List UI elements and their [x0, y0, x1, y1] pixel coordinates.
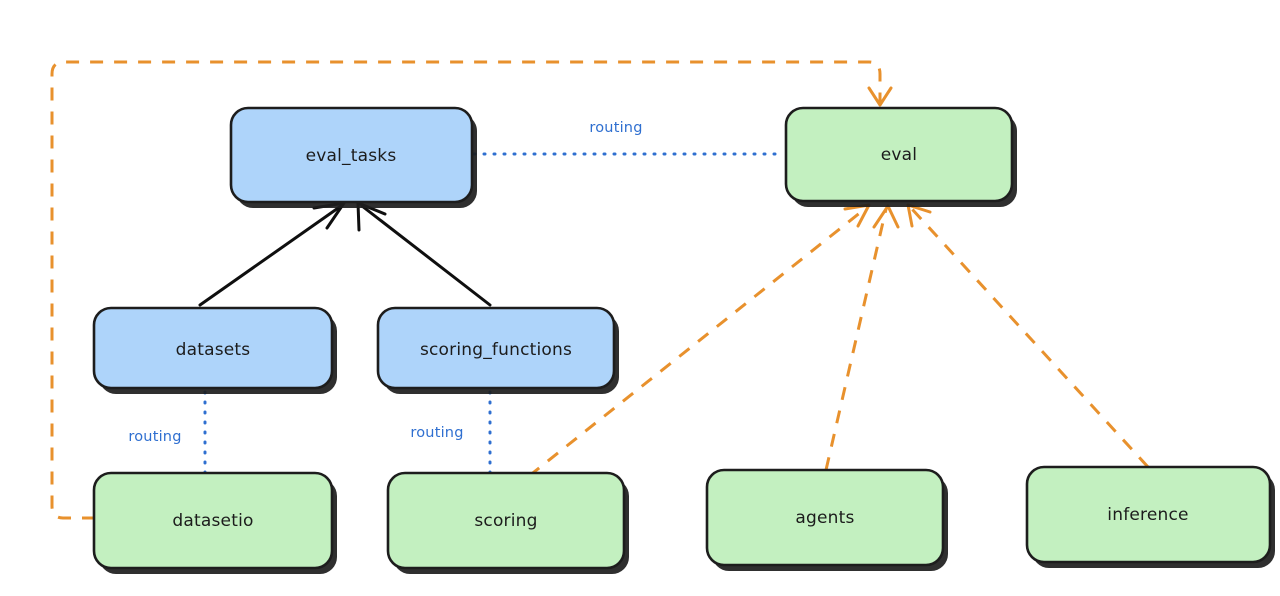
node-eval-tasks[interactable]: eval_tasks [229, 106, 477, 208]
node-inference[interactable]: inference [1025, 465, 1275, 568]
node-eval-body[interactable] [784, 106, 1014, 203]
node-agents-body[interactable] [705, 468, 945, 567]
node-agents[interactable]: agents [705, 468, 948, 571]
edge-label-routing-scoring-functions-scoring: routing [410, 425, 463, 441]
node-eval[interactable]: eval [784, 106, 1017, 207]
node-agents-label: agents [795, 508, 854, 528]
node-scoring-functions-body[interactable] [376, 306, 616, 390]
node-scoring-label: scoring [474, 511, 537, 531]
edge-label-routing-datasets-datasetio: routing [128, 429, 181, 445]
node-datasetio-label: datasetio [172, 511, 253, 531]
node-eval-tasks-body[interactable] [229, 106, 474, 204]
node-datasets-body[interactable] [92, 306, 334, 390]
node-datasets[interactable]: datasets [92, 306, 337, 394]
edge-scoring-functions-eval-tasks [356, 201, 492, 307]
edge-label-layer: routing routing routing [128, 120, 642, 445]
node-inference-label: inference [1107, 505, 1188, 525]
node-scoring[interactable]: scoring [386, 471, 629, 574]
node-datasets-label: datasets [176, 340, 251, 360]
node-scoring-body[interactable] [386, 471, 626, 570]
node-inference-body[interactable] [1025, 465, 1272, 564]
node-datasetio-body[interactable] [92, 471, 334, 570]
edge-agents-eval [824, 204, 900, 471]
node-datasetio[interactable]: datasetio [92, 471, 337, 574]
edge-label-routing-eval-tasks-eval: routing [589, 120, 642, 136]
edge-datasetio-eval [50, 60, 893, 520]
node-eval-tasks-label: eval_tasks [306, 146, 397, 166]
edge-inference-eval [906, 203, 1150, 469]
node-scoring-functions-label: scoring_functions [420, 340, 572, 360]
edge-datasets-eval-tasks [198, 201, 346, 307]
node-scoring-functions[interactable]: scoring_functions [376, 306, 619, 394]
node-eval-label: eval [881, 145, 917, 165]
node-layer: eval_tasks eval datasets scoring_functio… [92, 106, 1275, 574]
